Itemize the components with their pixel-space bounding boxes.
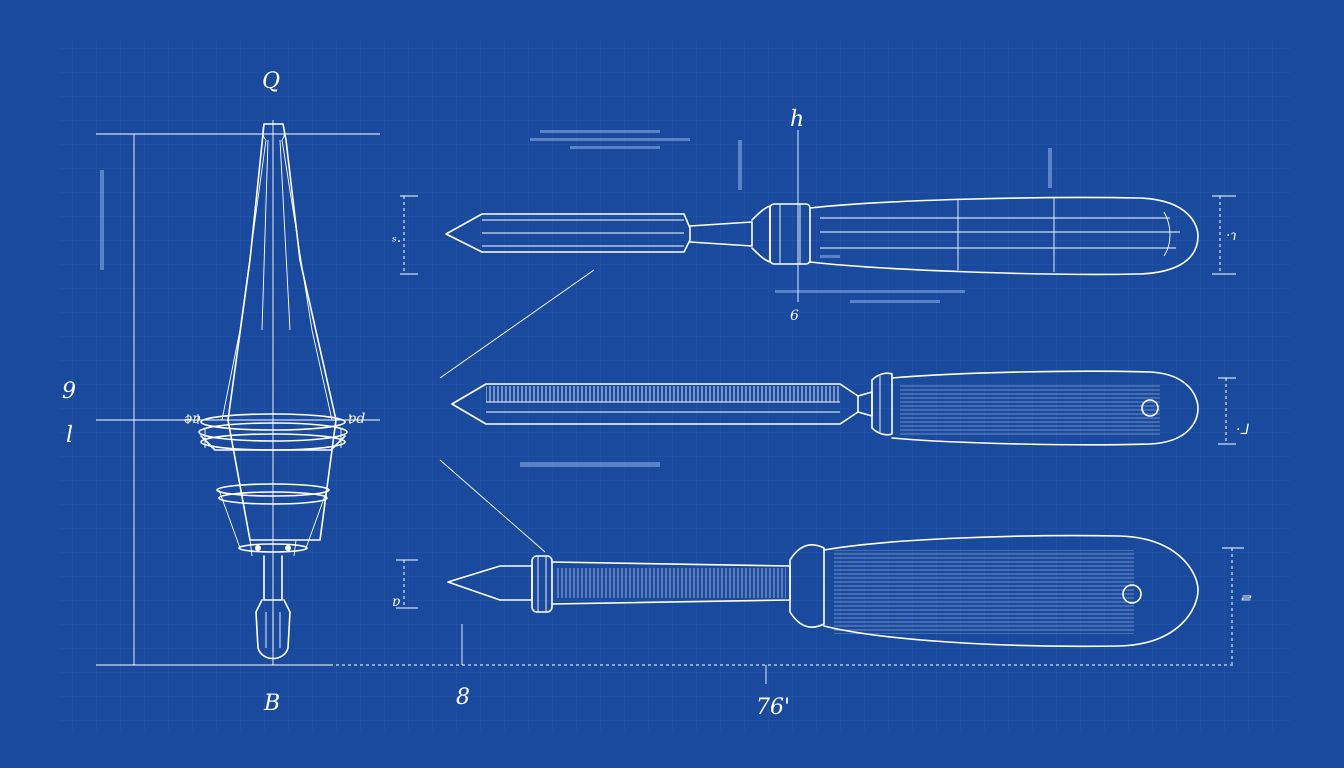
label-bottom-dim-a: 8 (456, 685, 470, 710)
label-tool3-left-dim: ɐ (392, 594, 400, 610)
label-tool1-right-dim: ·ɿ (1226, 228, 1237, 244)
label-front-side-a: 9 (62, 379, 76, 404)
label-tool1-bottom: 6 (790, 308, 799, 324)
label-ring-right: ɐd (348, 411, 365, 427)
label-tool3-right-dim: ᄅ (1238, 594, 1252, 610)
label-front-top: Q (262, 69, 280, 94)
front-view-drawing (96, 120, 380, 666)
projection-lines (439, 269, 595, 553)
tool-2-shaded-view (451, 370, 1236, 446)
label-tool1-top: h (790, 107, 804, 132)
label-ring-left: ǝɐ (184, 411, 201, 427)
label-tool2-right-dim: ·⅃ (1236, 422, 1249, 438)
tool-3-shaded-view (330, 534, 1244, 684)
label-tool1-left-dim: ˢ· (392, 234, 401, 250)
faint-annotations (100, 130, 1052, 467)
label-bottom-dim-b: 76' (756, 695, 790, 720)
label-front-side-b: l (66, 423, 73, 448)
label-front-bottom: B (263, 691, 280, 716)
tool-1-outline-view (400, 130, 1236, 302)
